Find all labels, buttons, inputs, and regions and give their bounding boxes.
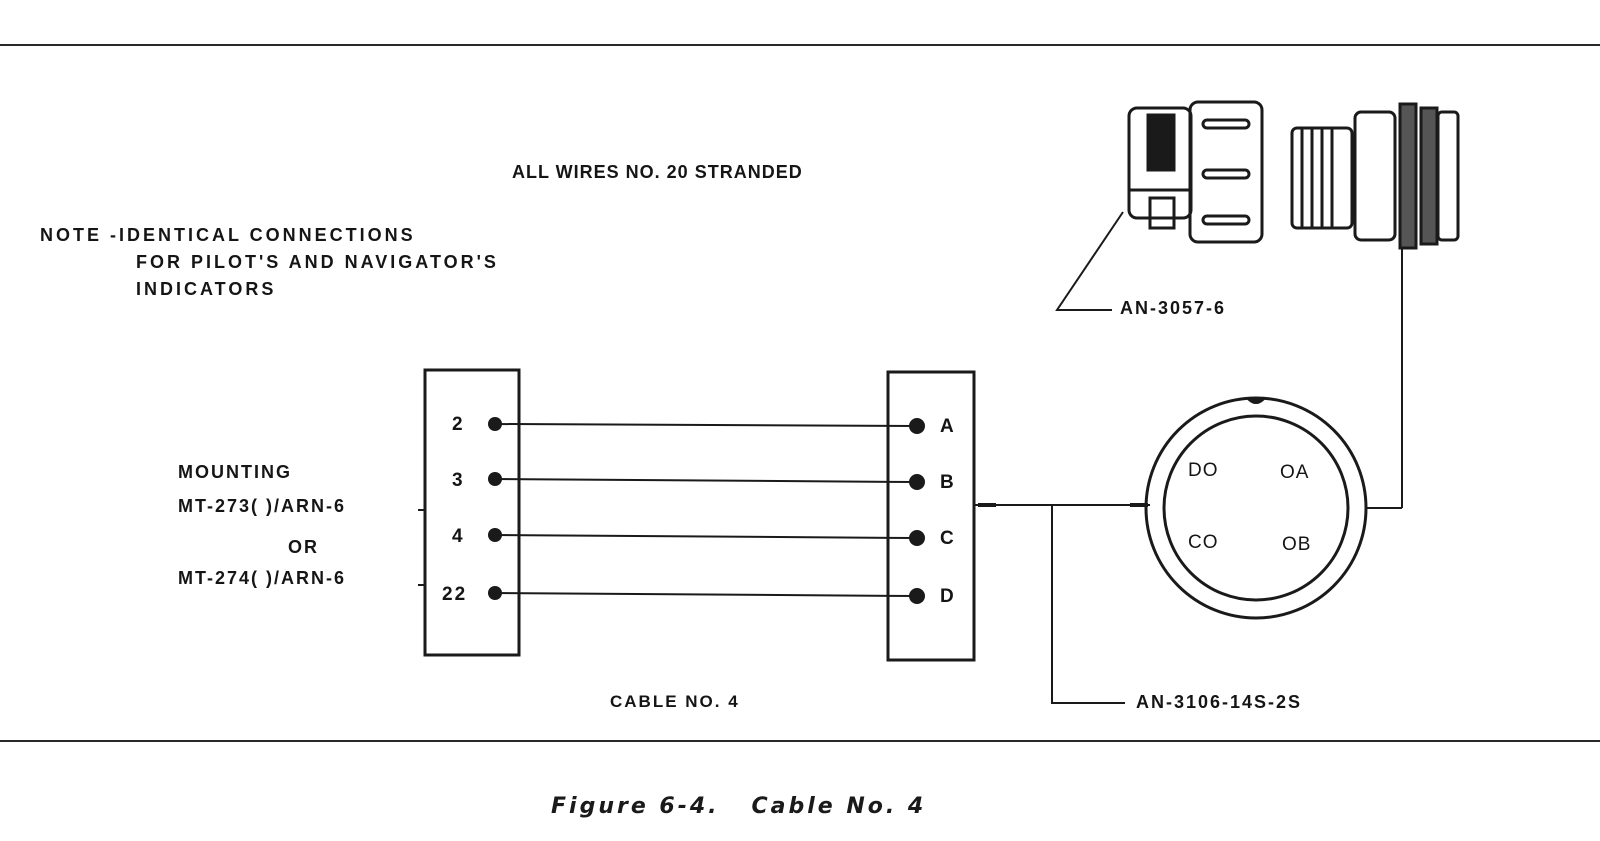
terminal-dot-a [909, 418, 925, 434]
note-line-2: FOR PILOT'S AND NAVIGATOR'S [136, 252, 499, 272]
wire-22-d [494, 592, 916, 597]
clamp-label: AN-3057-6 [1120, 298, 1227, 318]
plug-side-illustration [1290, 102, 1460, 250]
wire-3-b [494, 478, 916, 483]
terminal-label-d: D [940, 586, 956, 607]
plug-pin-d: DO [1188, 460, 1219, 481]
terminal-dot-2 [488, 417, 502, 431]
terminal-dot-3 [488, 472, 502, 486]
plug-outer-ring [1144, 396, 1368, 620]
terminal-label-3: 3 [452, 470, 465, 491]
cable-label: CABLE NO. 4 [610, 692, 740, 711]
plug-leader [1051, 505, 1125, 704]
terminal-dot-c [909, 530, 925, 546]
mounting-option-1: MT-273( )/ARN-6 [178, 496, 347, 516]
terminal-label-2: 2 [452, 414, 465, 435]
terminal-dot-b [909, 474, 925, 490]
cable-clamp-illustration [1127, 100, 1264, 244]
note-line-3: INDICATORS [136, 279, 277, 299]
note-line-1: NOTE -IDENTICAL CONNECTIONS [40, 225, 416, 245]
plug-key [1247, 398, 1265, 404]
terminal-label-c: C [940, 528, 956, 549]
terminal-label-a: A [940, 416, 956, 437]
cable-terminal-block [886, 370, 976, 662]
terminal-label-22: 22 [442, 584, 468, 605]
wire-2-a [494, 423, 916, 427]
wire-spec-note: ALL WIRES NO. 20 STRANDED [512, 162, 803, 182]
terminal-label-4: 4 [452, 526, 465, 547]
plug-pin-a: OA [1280, 462, 1310, 483]
mounting-or: OR [288, 537, 319, 557]
terminal-dot-d [909, 588, 925, 604]
mounting-title: MOUNTING [178, 462, 292, 482]
wires [494, 423, 916, 597]
plug-pin-c: CO [1188, 532, 1219, 553]
clamp-leader [1055, 211, 1124, 311]
mounting-option-2: MT-274( )/ARN-6 [178, 568, 347, 588]
plug-label: AN-3106-14S-2S [1136, 692, 1303, 712]
identical-connections-note: NOTE -IDENTICAL CONNECTIONS FOR PILOT'S … [40, 222, 499, 303]
plug-inner-ring [1162, 414, 1350, 602]
terminal-label-b: B [940, 472, 956, 493]
wire-4-c [494, 534, 916, 539]
mounting-terminal-block [423, 368, 521, 657]
bottom-rule [0, 740, 1600, 742]
figure-caption: Figure 6-4. Cable No. 4 [551, 794, 927, 819]
terminal-dot-22 [488, 586, 502, 600]
plug-pin-b: OB [1282, 534, 1312, 555]
top-rule [0, 44, 1600, 46]
terminal-dot-4 [488, 528, 502, 542]
